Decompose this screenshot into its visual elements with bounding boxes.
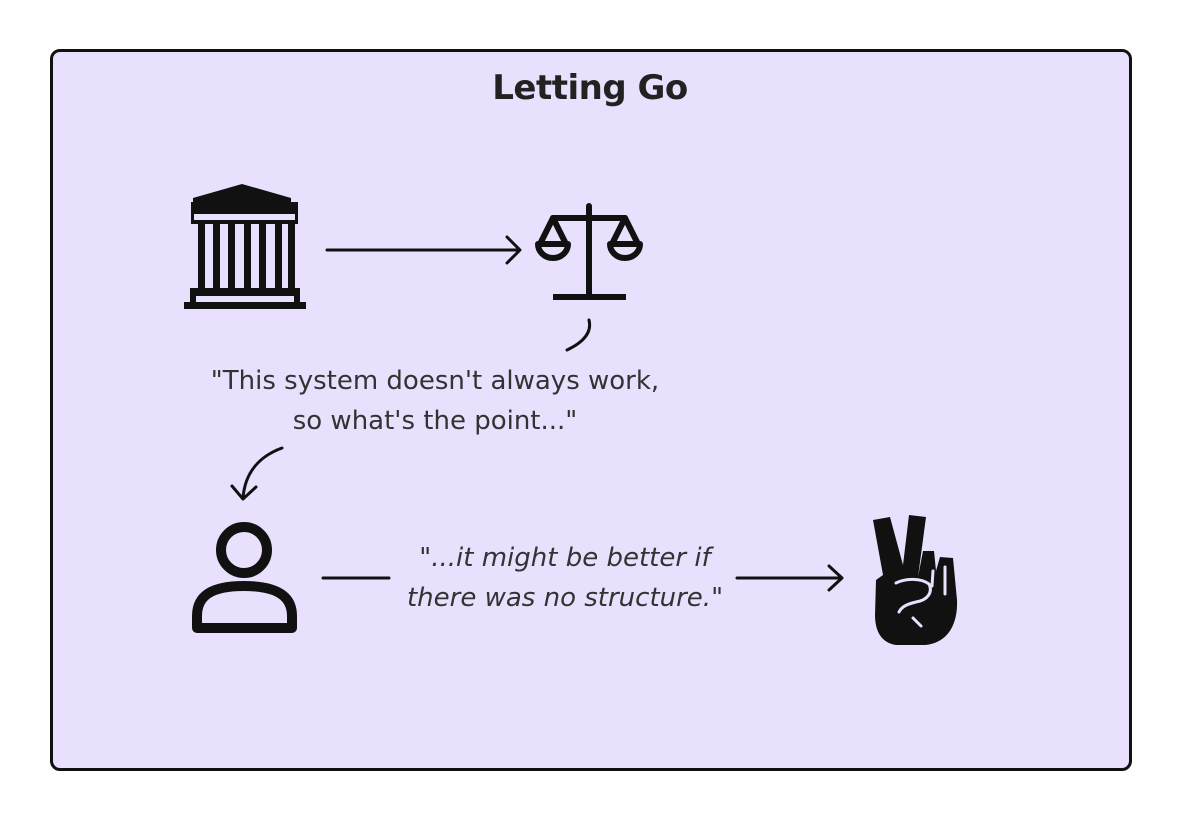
institution-icon xyxy=(184,184,306,309)
quote-structure-line-2: there was no structure." xyxy=(406,583,724,613)
quote-no-structure: "...it might be better if there was no s… xyxy=(380,538,750,618)
peace-sign-hand-icon xyxy=(873,515,958,645)
person-icon xyxy=(192,522,297,633)
quote-system-line-2: so what's the point..." xyxy=(292,406,578,436)
quote-system-line-1: "This system doesn't always work, xyxy=(210,366,660,396)
arrow-quote-to-person xyxy=(230,446,284,501)
quote-system-doesnt-work: "This system doesn't always work, so wha… xyxy=(190,361,680,441)
connector-scales-to-quote xyxy=(565,318,592,352)
diagram-panel xyxy=(50,49,1132,771)
diagram-title: Letting Go xyxy=(492,68,688,108)
quote-structure-line-1: "...it might be better if xyxy=(419,543,711,573)
scales-icon xyxy=(535,203,643,300)
arrow-institution-to-scales xyxy=(325,235,522,265)
arrow-quote-to-peace-hand xyxy=(735,564,844,592)
